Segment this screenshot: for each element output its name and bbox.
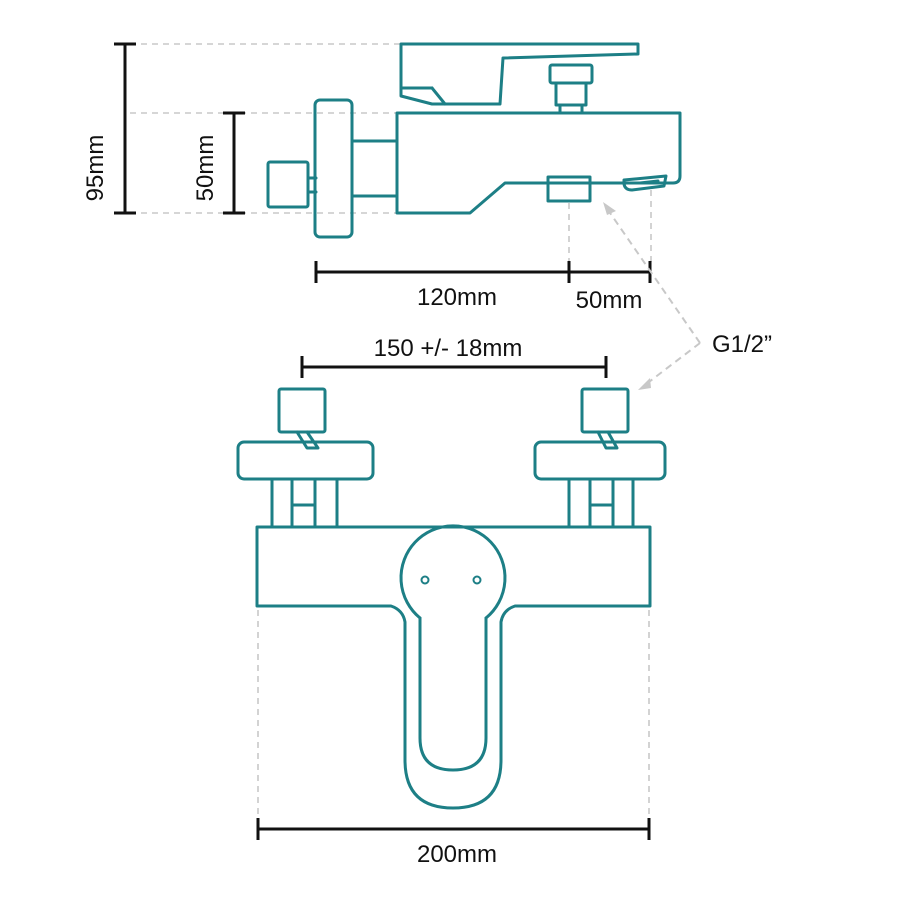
- leader-arrow-top: [603, 202, 616, 215]
- height-body-label: 50mm: [192, 135, 219, 202]
- depth-spout-label: 50mm: [576, 287, 643, 314]
- faucet-side-outline: [266, 42, 682, 239]
- front-body: [255, 525, 652, 810]
- faucet-front-outline: [236, 387, 667, 810]
- depth-body-label: 120mm: [417, 284, 497, 311]
- front-screw-right: [472, 575, 482, 585]
- side-body-spout: [395, 111, 682, 215]
- side-view: 95mm 50mm: [82, 42, 682, 314]
- side-aerator: [622, 174, 668, 192]
- dimension-height-body: 50mm: [192, 111, 245, 215]
- front-right-inlet-nut: [580, 387, 630, 434]
- inlet-spacing-label: 150 +/- 18mm: [374, 335, 523, 362]
- side-inlet-nut: [266, 160, 310, 209]
- thread-size-label: G1/2”: [712, 331, 772, 358]
- front-view: 150 +/- 18mm: [236, 335, 667, 868]
- side-cartridge-knob: [548, 63, 594, 85]
- front-screw-left: [420, 575, 430, 585]
- side-lever-handle: [399, 42, 640, 106]
- side-connector: [350, 139, 399, 198]
- side-wall-flange: [313, 98, 354, 239]
- dimension-inlet-spacing: 150 +/- 18mm: [300, 335, 608, 378]
- side-bottom-outlet: [546, 175, 592, 203]
- front-handle-slot: [418, 616, 488, 772]
- dimension-height-total: 95mm: [82, 42, 136, 215]
- width-total-label: 200mm: [417, 841, 497, 868]
- dimension-width: 200mm: [256, 818, 651, 868]
- thread-callout: G1/2”: [603, 202, 772, 390]
- height-total-label: 95mm: [82, 135, 109, 202]
- dimension-depth: 120mm 50mm: [314, 261, 652, 314]
- front-cartridge-circle: [399, 524, 507, 620]
- front-right-flange: [533, 440, 667, 481]
- front-left-inlet-nut: [277, 387, 327, 434]
- leader-arrow-bottom: [638, 378, 651, 390]
